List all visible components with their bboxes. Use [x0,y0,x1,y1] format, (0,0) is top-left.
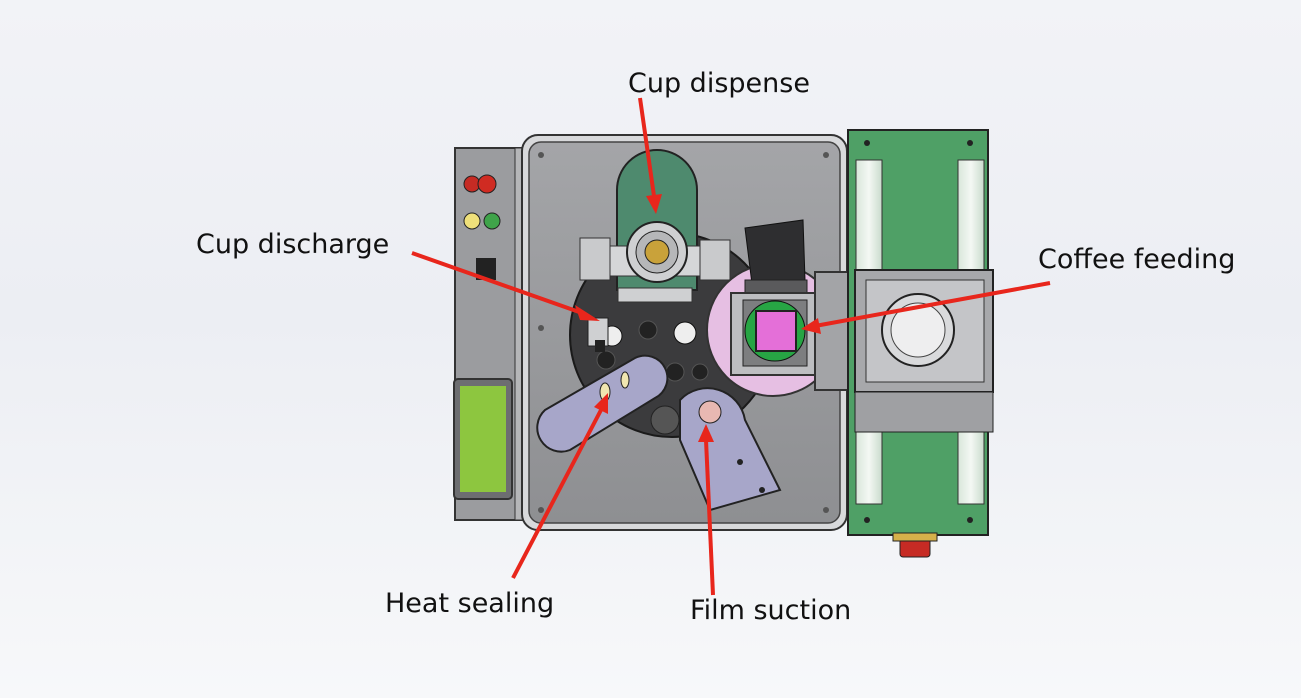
arrow-cup-dispense [638,97,662,214]
green-button-icon [483,212,501,230]
label-coffee-feeding: Coffee feeding [1038,244,1236,275]
display-panel [476,258,496,280]
yellow-button-icon [463,212,481,230]
control-cabinet [453,147,528,521]
arrow-heat-sealing [511,393,608,579]
coffee-feeding-unit [706,219,861,397]
cup-dispense-unit [579,149,731,303]
arrow-cup-discharge [411,251,600,321]
label-heat-sealing: Heat sealing [385,588,555,619]
film-suction-unit [679,387,782,512]
label-film-suction: Film suction [690,595,852,626]
label-cup-discharge: Cup discharge [196,229,390,260]
arrow-coffee-feeding [801,281,1051,334]
arrow-film-suction [698,424,715,596]
label-cup-dispense: Cup dispense [628,68,810,99]
cup-discharge-unit [587,317,609,352]
linear-module [847,129,994,558]
red-button-icon [477,174,497,194]
